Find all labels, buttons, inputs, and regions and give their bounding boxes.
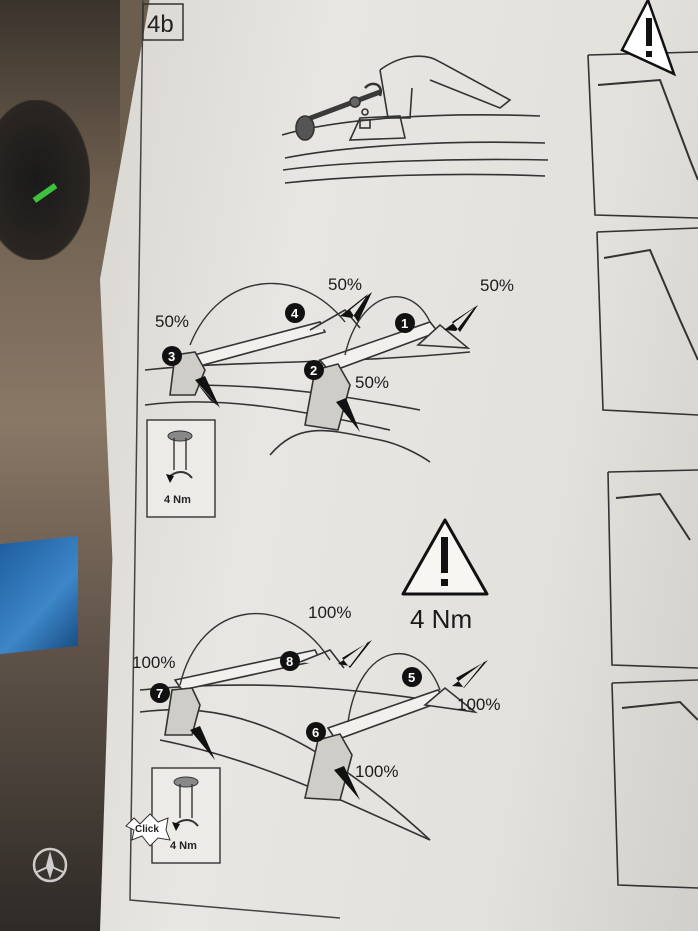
percent-label-bottom-left: 100%	[132, 653, 175, 672]
corner-logo	[32, 847, 68, 883]
pointer-arrows-top	[195, 292, 478, 432]
background-object	[0, 100, 90, 260]
torque-inset-top: 4 Nm	[146, 419, 216, 518]
step-marker-5: 5	[402, 667, 422, 687]
curved-arrows-top	[189, 282, 431, 356]
step-marker-4: 4	[285, 303, 305, 323]
top-right-warning-icon	[620, 0, 677, 77]
percent-label-bottom-right: 100%	[457, 695, 500, 714]
percent-label-bottom-lower: 100%	[355, 762, 398, 781]
svg-text:2: 2	[310, 363, 317, 378]
step-marker-2: 2	[304, 360, 324, 380]
svg-text:7: 7	[156, 686, 163, 701]
warning-torque-label: 4 Nm	[410, 604, 472, 634]
svg-text:3: 3	[168, 349, 175, 364]
torque-inset-top-value: 4 Nm	[164, 494, 191, 506]
panel-label: 4b	[147, 11, 174, 38]
step-marker-3: 3	[162, 346, 182, 366]
torque-inset-bottom: Click 4 Nm	[125, 767, 221, 864]
adjacent-page-panels	[587, 51, 698, 889]
svg-text:5: 5	[408, 670, 415, 685]
svg-text:6: 6	[312, 725, 319, 740]
warning-triangle-icon	[401, 518, 489, 596]
click-indicator: Click	[135, 824, 159, 835]
percent-label-top-center: 50%	[328, 275, 362, 294]
step-marker-1: 1	[395, 313, 415, 333]
roof-clamp-illustration	[281, 55, 549, 184]
svg-text:1: 1	[401, 316, 408, 331]
torque-inset-bottom-value: 4 Nm	[170, 840, 197, 852]
step-marker-8: 8	[280, 651, 300, 671]
svg-text:4: 4	[291, 306, 299, 321]
roof-bar-illustration-top	[144, 308, 471, 463]
percent-label-top-right: 50%	[480, 276, 514, 295]
percent-label-bottom-center: 100%	[308, 603, 351, 622]
panel-label-box	[142, 3, 184, 41]
curved-arrows-bottom	[179, 613, 441, 723]
percent-label-top-left: 50%	[155, 312, 189, 331]
svg-text:8: 8	[286, 654, 293, 669]
step-marker-6: 6	[306, 722, 326, 742]
pointer-arrows-bottom	[190, 640, 488, 800]
panel-border	[129, 0, 341, 919]
percent-label-top-lower: 50%	[355, 373, 389, 392]
step-marker-7: 7	[150, 683, 170, 703]
